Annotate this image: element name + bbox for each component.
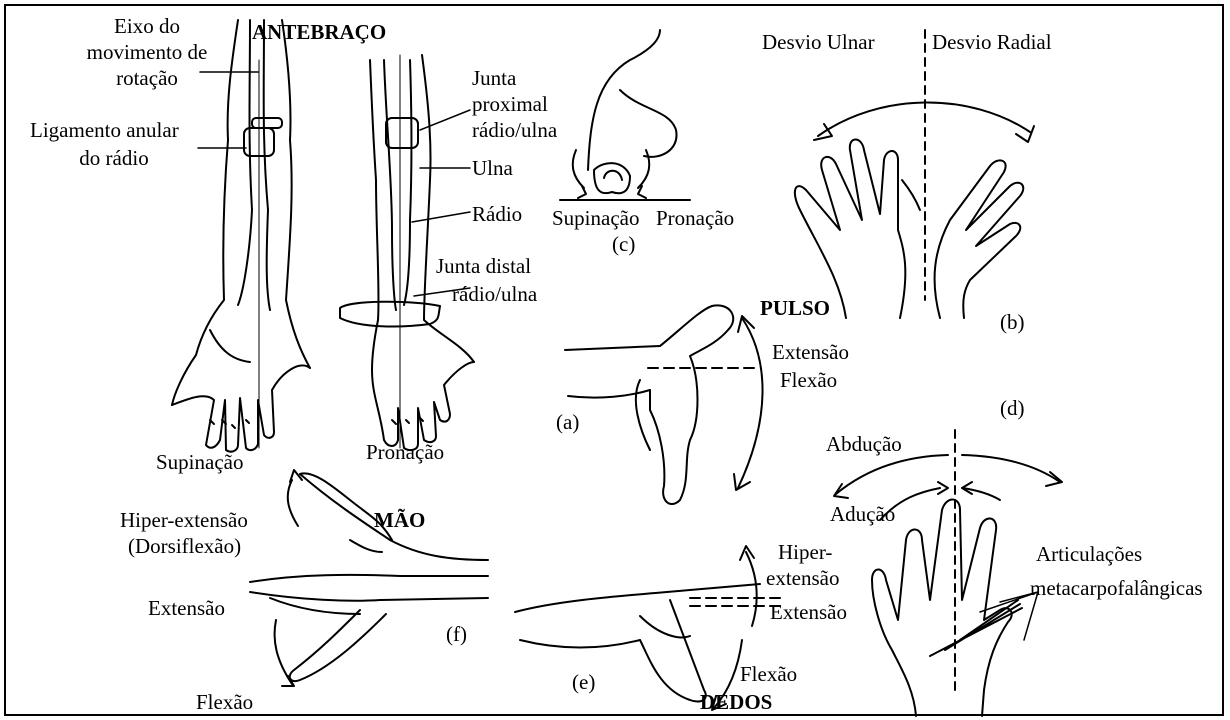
label-d: (d) xyxy=(1000,396,1025,421)
label-hiper-e: Hiper- xyxy=(778,540,832,565)
label-radio-ulna-proximal: rádio/ulna xyxy=(472,118,557,143)
label-extensao-e2: Extensão xyxy=(770,600,847,625)
label-extensao-a: Extensão xyxy=(772,340,849,365)
label-supinacao-c: Supinação xyxy=(552,206,639,231)
label-pronacao-arm: Pronação xyxy=(366,440,444,465)
label-extensao-e1: extensão xyxy=(766,566,839,591)
label-proximal: proximal xyxy=(472,92,548,117)
label-ligamento: Ligamento anular xyxy=(30,118,179,143)
label-flexao-f: Flexão xyxy=(196,690,253,715)
label-radio: Rádio xyxy=(472,202,522,227)
elbow-rotation-drawing xyxy=(560,30,690,200)
label-e: (e) xyxy=(572,670,595,695)
label-ulna: Ulna xyxy=(472,156,513,181)
label-junta: Junta xyxy=(472,66,516,91)
label-radio-ulna-distal: rádio/ulna xyxy=(452,282,537,307)
hand-extension-drawing xyxy=(250,470,488,686)
arm-pronation-drawing xyxy=(340,55,474,450)
label-desvio-radial: Desvio Radial xyxy=(932,30,1052,55)
title-pulso: PULSO xyxy=(760,296,830,321)
label-eixo: Eixo do xyxy=(82,14,212,39)
label-flexao-e: Flexão xyxy=(740,662,797,687)
label-supinacao-arm: Supinação xyxy=(156,450,243,475)
label-a: (a) xyxy=(556,410,579,435)
label-flexao-a: Flexão xyxy=(780,368,837,393)
label-aducao: Adução xyxy=(830,502,895,527)
title-antebraco: ANTEBRAÇO xyxy=(252,20,386,45)
label-desvio-ulnar: Desvio Ulnar xyxy=(762,30,875,55)
label-c: (c) xyxy=(612,232,635,257)
label-do-radio: do rádio xyxy=(30,146,198,171)
label-movimento: movimento de xyxy=(82,40,212,65)
wrist-flexion-drawing xyxy=(565,305,763,504)
label-metacarpofalangicas: metacarpofalângicas xyxy=(1030,576,1203,601)
title-mao: MÃO xyxy=(374,508,425,533)
label-b: (b) xyxy=(1000,310,1025,335)
label-pronacao-c: Pronação xyxy=(656,206,734,231)
label-extensao-f: Extensão xyxy=(148,596,225,621)
title-dedos: DEDOS xyxy=(700,690,772,715)
label-dorsiflexao: (Dorsiflexão) xyxy=(128,534,241,559)
wrist-deviation-drawing xyxy=(795,30,1034,318)
label-articulacoes: Articulações xyxy=(1036,542,1142,567)
label-junta-distal: Junta distal xyxy=(436,254,531,279)
label-rotacao: rotação xyxy=(82,66,212,91)
label-f: (f) xyxy=(446,622,467,647)
label-hiper-extensao-f: Hiper-extensão xyxy=(120,508,248,533)
finger-abduction-drawing xyxy=(834,430,1062,716)
label-abducao: Abdução xyxy=(826,432,902,457)
